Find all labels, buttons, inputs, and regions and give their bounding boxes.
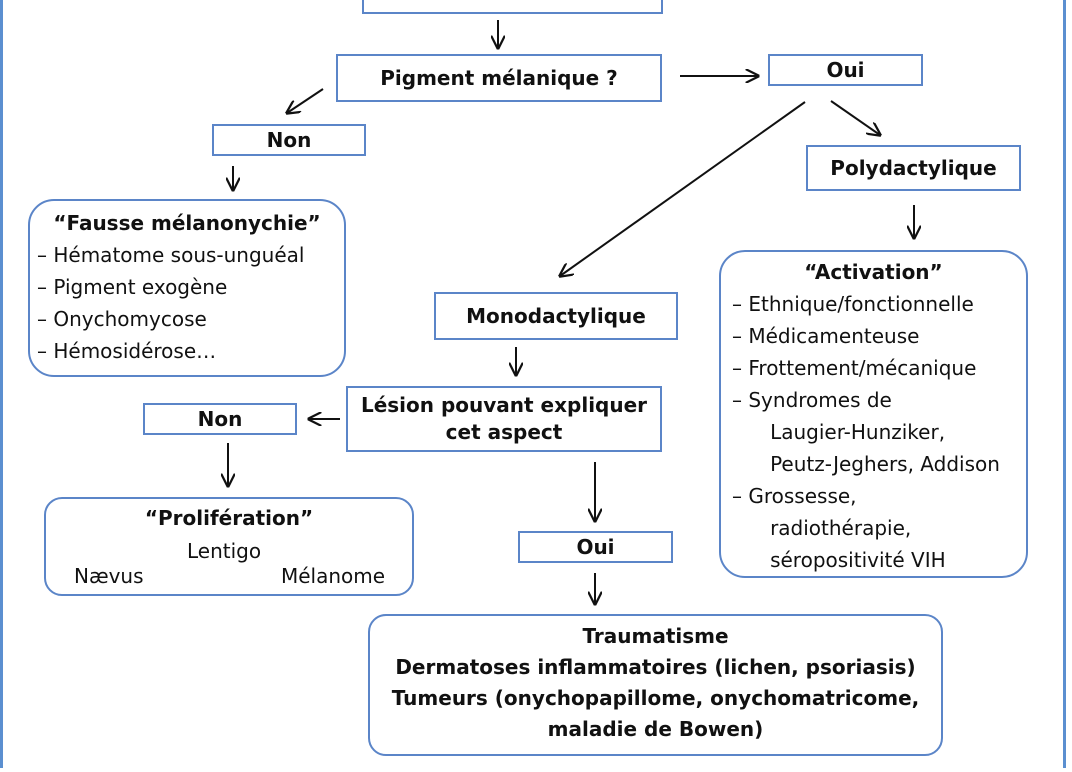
lesion-question-line-2: cet aspect: [445, 420, 563, 444]
list-item: – Hématome sous-unguéal: [37, 243, 305, 267]
list-item: Peutz-Jeghers, Addison: [751, 452, 1000, 476]
list-item: – Ethnique/fonctionnelle: [732, 292, 974, 316]
oui-top-box: Oui: [768, 54, 923, 86]
lesion-question-line-1: Lésion pouvant expliquer: [360, 393, 648, 417]
list-item: – Médicamenteuse: [732, 324, 920, 348]
pigment-question-label: Pigment mélanique ?: [380, 65, 618, 90]
proliferation-box: “Prolifération” Lentigo Nævus Mélanome: [44, 497, 414, 596]
list-item: – Onychomycose: [37, 307, 207, 331]
list-item: séropositivité VIH: [751, 548, 946, 572]
activation-box: “Activation” – Ethnique/fonctionnelle – …: [719, 250, 1028, 578]
activation-list: – Ethnique/fonctionnelle – Médicamenteus…: [721, 288, 1026, 576]
activation-title: “Activation”: [804, 260, 943, 284]
non-mid-box: Non: [143, 403, 297, 435]
oui-mid-label: Oui: [576, 534, 615, 559]
list-item: Laugier-Hunziker,: [751, 420, 946, 444]
polydactylique-label: Polydactylique: [830, 155, 997, 180]
fausse-melanonychie-title: “Fausse mélanonychie”: [53, 211, 321, 235]
cause-line: Dermatoses inflammatoires (lichen, psori…: [395, 655, 916, 679]
cause-line: maladie de Bowen): [547, 717, 764, 741]
causes-text: Traumatisme Dermatoses inflammatoires (l…: [370, 621, 941, 745]
lesion-question-box: Lésion pouvant expliquer cet aspect: [346, 386, 662, 452]
top-cropped-box: [362, 0, 663, 14]
non-mid-label: Non: [197, 406, 243, 431]
arrow-oui-to-monodactylique: [560, 101, 806, 276]
list-item: – Syndromes de: [732, 388, 892, 412]
proliferation-title: “Prolifération”: [144, 506, 314, 530]
arrow-oui-to-polydactylique: [830, 100, 880, 135]
non-top-box: Non: [212, 124, 366, 156]
oui-mid-box: Oui: [518, 531, 673, 563]
cause-line: Tumeurs (onychopapillome, onychomatricom…: [391, 686, 920, 710]
fausse-melanonychie-box: “Fausse mélanonychie” – Hématome sous-un…: [28, 199, 346, 377]
arrow-pigment-to-non: [287, 88, 324, 113]
list-item: – Hémosidérose…: [37, 339, 217, 363]
causes-box: Traumatisme Dermatoses inflammatoires (l…: [368, 614, 943, 756]
proliferation-melanome: Mélanome: [281, 564, 386, 588]
cause-line: Traumatisme: [582, 624, 729, 648]
list-item: – Pigment exogène: [37, 275, 228, 299]
monodactylique-box: Monodactylique: [434, 292, 678, 340]
monodactylique-label: Monodactylique: [466, 303, 646, 328]
list-item: radiothérapie,: [751, 516, 912, 540]
polydactylique-box: Polydactylique: [806, 145, 1021, 191]
list-item: – Grossesse,: [732, 484, 857, 508]
non-top-label: Non: [266, 127, 312, 152]
fausse-melanonychie-list: – Hématome sous-unguéal – Pigment exogèn…: [30, 239, 344, 367]
proliferation-naevus: Nævus: [74, 564, 144, 588]
proliferation-lentigo: Lentigo: [187, 539, 262, 563]
pigment-question-box: Pigment mélanique ?: [336, 54, 662, 102]
list-item: – Frottement/mécanique: [732, 356, 977, 380]
oui-top-label: Oui: [826, 57, 865, 82]
